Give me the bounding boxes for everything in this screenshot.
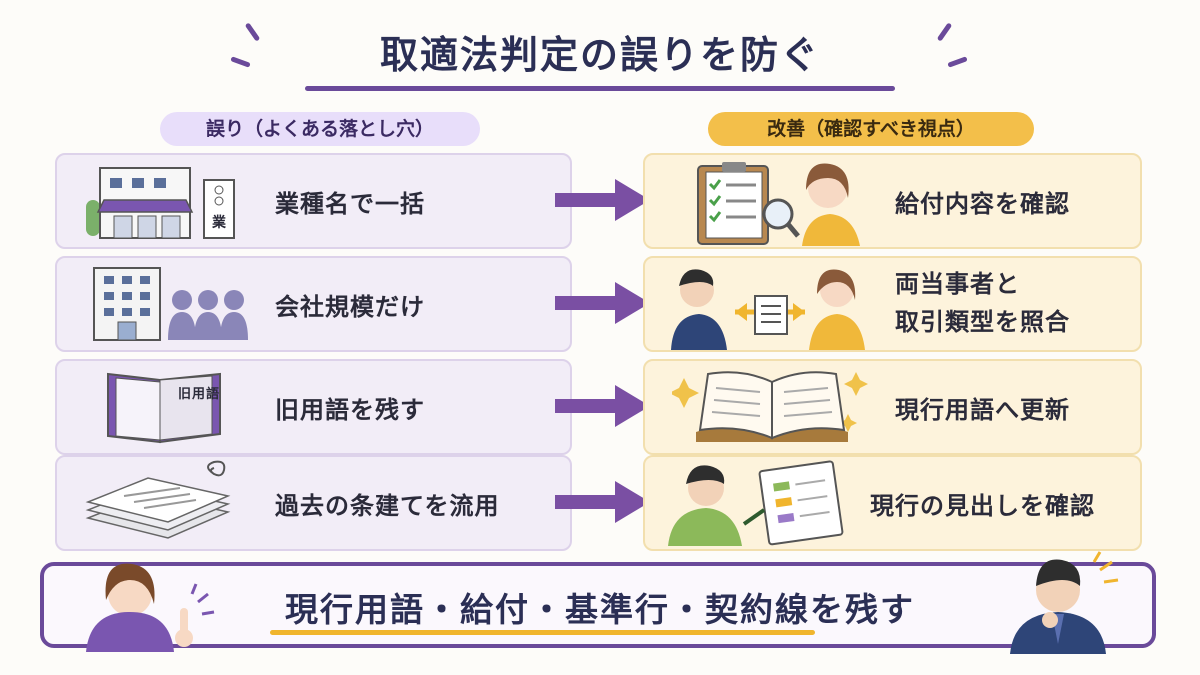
mistake-text-2: 会社規模だけ bbox=[275, 293, 425, 321]
title-underline bbox=[305, 86, 895, 91]
person-reviewing-document-icon bbox=[668, 460, 844, 546]
improvement-text-2-line2: 取引類型を照合 bbox=[895, 308, 1070, 336]
woman-pointing-icon bbox=[86, 563, 215, 652]
summary-banner bbox=[40, 562, 1156, 648]
improvement-text-4: 現行の見出しを確認 bbox=[870, 492, 1095, 520]
mistake-text-4: 過去の条建てを流用 bbox=[275, 492, 500, 520]
mistake-text-3: 旧用語を残す bbox=[275, 396, 425, 424]
mistake-text-1: 業種名で一括 bbox=[275, 190, 425, 218]
building-people-icon bbox=[93, 267, 248, 341]
arrow-right-icon bbox=[555, 481, 650, 523]
banner-underline bbox=[270, 630, 815, 635]
arrow-right-icon bbox=[555, 179, 650, 221]
improvements-section-label: 改善（確認すべき視点） bbox=[708, 112, 1034, 146]
arrow-right-icon bbox=[555, 282, 650, 324]
man-thinking-icon bbox=[1010, 551, 1119, 654]
old-book-icon bbox=[107, 372, 221, 444]
improvement-text-2-line1: 両当事者と bbox=[895, 270, 1020, 298]
storefront-icon bbox=[86, 167, 235, 239]
improvement-text-1: 給付内容を確認 bbox=[895, 190, 1070, 218]
page-title: 取適法判定の誤りを防ぐ bbox=[379, 33, 820, 77]
mistakes-section-label: 誤り（よくある落とし穴） bbox=[160, 112, 480, 146]
store-sign-text: 業 bbox=[212, 215, 227, 231]
arrow-right-icon bbox=[555, 385, 650, 427]
open-book-sparkle-icon bbox=[672, 371, 868, 442]
paper-stack-icon bbox=[85, 460, 231, 539]
old-book-label: 旧用語 bbox=[178, 387, 221, 402]
improvement-card-2 bbox=[643, 256, 1142, 352]
checklist-magnifier-icon bbox=[697, 162, 860, 246]
summary-banner-text: 現行用語・給付・基準行・契約線を残す bbox=[285, 590, 915, 629]
improvement-text-3: 現行用語へ更新 bbox=[895, 396, 1070, 424]
two-people-document-icon bbox=[671, 269, 865, 350]
